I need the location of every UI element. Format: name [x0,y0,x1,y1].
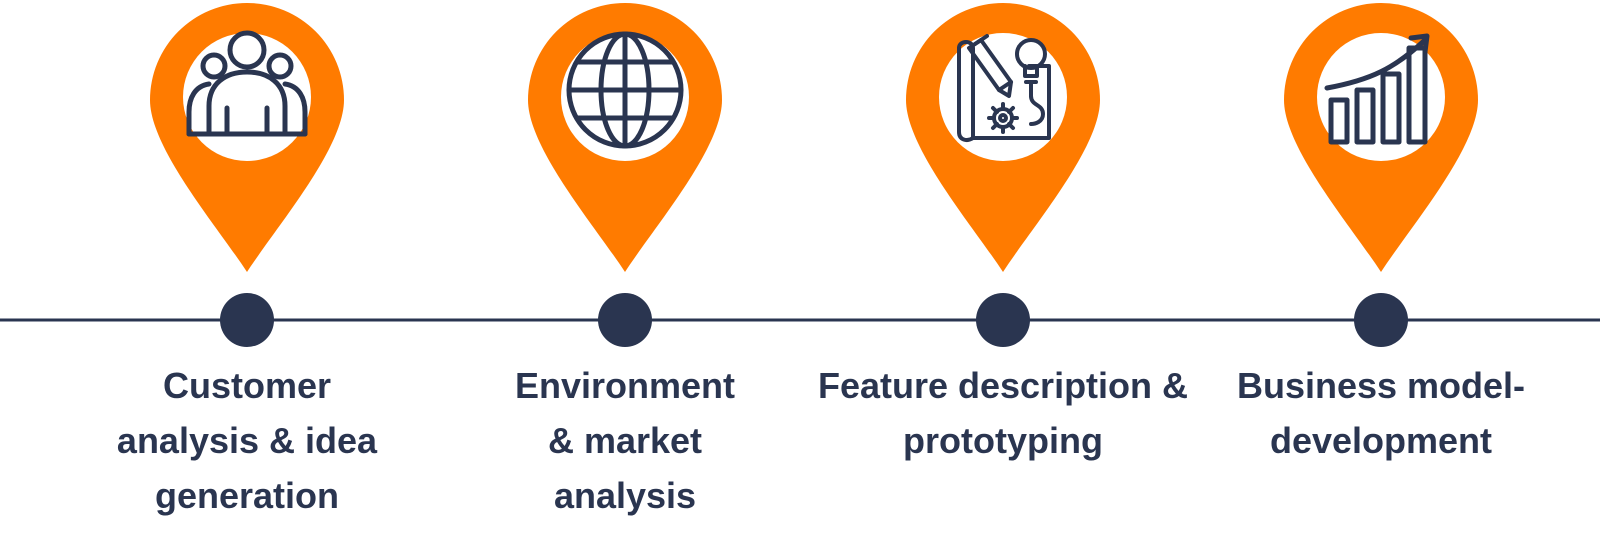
label-line: Customer [162,365,332,406]
globe-icon [566,31,684,149]
label-line: Feature description & [817,365,1189,406]
label-line: prototyping [903,420,1103,461]
timeline-dot [220,293,274,347]
label-line: Environment [514,365,736,406]
timeline-dot [976,293,1030,347]
step-2-marker [528,2,722,347]
label-line: analysis & idea [116,420,378,461]
label-line: development [1269,420,1493,461]
step-3-marker [906,2,1100,347]
step-2-label: Environment & market analysis [425,358,825,523]
label-line: & market [547,420,703,461]
label-line: Business model- [1236,365,1526,406]
timeline-dot [598,293,652,347]
label-line: generation [154,475,340,516]
blueprint-icon [957,34,1051,142]
label-line: analysis [553,475,697,516]
timeline-dot [1354,293,1408,347]
pin-inner-circle [183,33,311,161]
step-4-label: Business model- development [1181,358,1581,468]
step-1-marker [150,2,344,347]
users-icon [186,30,308,137]
growth-chart-icon [1324,33,1430,145]
step-1-label: Customer analysis & idea generation [47,358,447,523]
step-4-marker [1284,2,1478,347]
step-3-label: Feature description & prototyping [803,358,1203,468]
